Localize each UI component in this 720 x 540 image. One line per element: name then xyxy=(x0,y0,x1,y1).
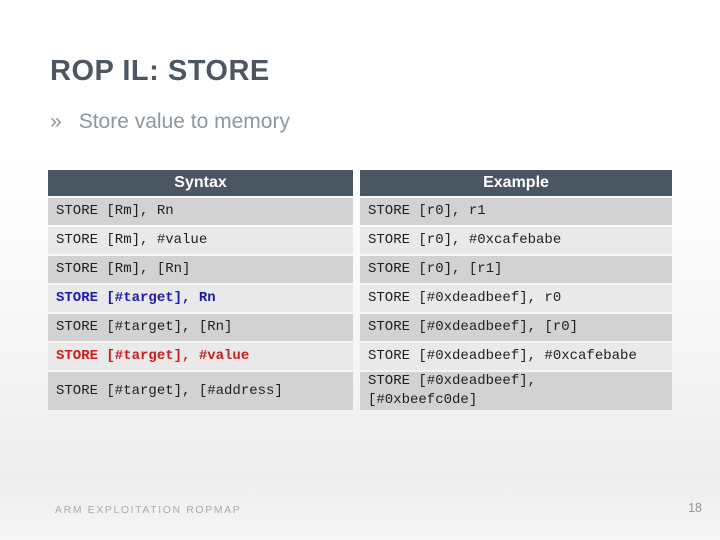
table-header-row: Syntax Example xyxy=(48,170,672,196)
table-row: STORE [#target], [Rn] STORE [#0xdeadbeef… xyxy=(48,314,672,341)
syntax-cell: STORE [Rm], [Rn] xyxy=(48,256,353,283)
syntax-example-table: Syntax Example STORE [Rm], Rn STORE [r0]… xyxy=(48,170,672,412)
example-cell: STORE [r0], #0xcafebabe xyxy=(360,227,672,254)
example-cell: STORE [r0], [r1] xyxy=(360,256,672,283)
syntax-cell: STORE [#target], [Rn] xyxy=(48,314,353,341)
table-row: STORE [Rm], #value STORE [r0], #0xcafeba… xyxy=(48,227,672,254)
syntax-cell: STORE [#target], Rn xyxy=(48,285,353,312)
table-body: STORE [Rm], Rn STORE [r0], r1 STORE [Rm]… xyxy=(48,198,672,410)
syntax-cell: STORE [#target], [#address] xyxy=(48,372,353,410)
table-row: STORE [Rm], [Rn] STORE [r0], [r1] xyxy=(48,256,672,283)
syntax-cell: STORE [Rm], #value xyxy=(48,227,353,254)
table-row: STORE [Rm], Rn STORE [r0], r1 xyxy=(48,198,672,225)
column-header-syntax: Syntax xyxy=(48,170,353,196)
example-cell: STORE [#0xdeadbeef], [#0xbeefc0de] xyxy=(360,372,672,410)
example-cell: STORE [#0xdeadbeef], [r0] xyxy=(360,314,672,341)
double-angle-bullet-icon: » xyxy=(50,110,62,133)
page-number: 18 xyxy=(688,501,702,515)
example-cell: STORE [#0xdeadbeef], r0 xyxy=(360,285,672,312)
table-row: STORE [#target], [#address] STORE [#0xde… xyxy=(48,372,672,410)
column-header-example: Example xyxy=(360,170,672,196)
table-row: STORE [#target], Rn STORE [#0xdeadbeef],… xyxy=(48,285,672,312)
table-row: STORE [#target], #value STORE [#0xdeadbe… xyxy=(48,343,672,370)
syntax-cell: STORE [Rm], Rn xyxy=(48,198,353,225)
page-title: ROP IL: STORE xyxy=(50,55,270,87)
example-cell: STORE [r0], r1 xyxy=(360,198,672,225)
subtitle-bullet-line: » Store value to memory xyxy=(50,110,290,134)
footer-text: ARM EXPLOITATION ROPMAP xyxy=(55,504,242,516)
example-cell: STORE [#0xdeadbeef], #0xcafebabe xyxy=(360,343,672,370)
syntax-cell: STORE [#target], #value xyxy=(48,343,353,370)
subtitle-text: Store value to memory xyxy=(78,110,290,133)
